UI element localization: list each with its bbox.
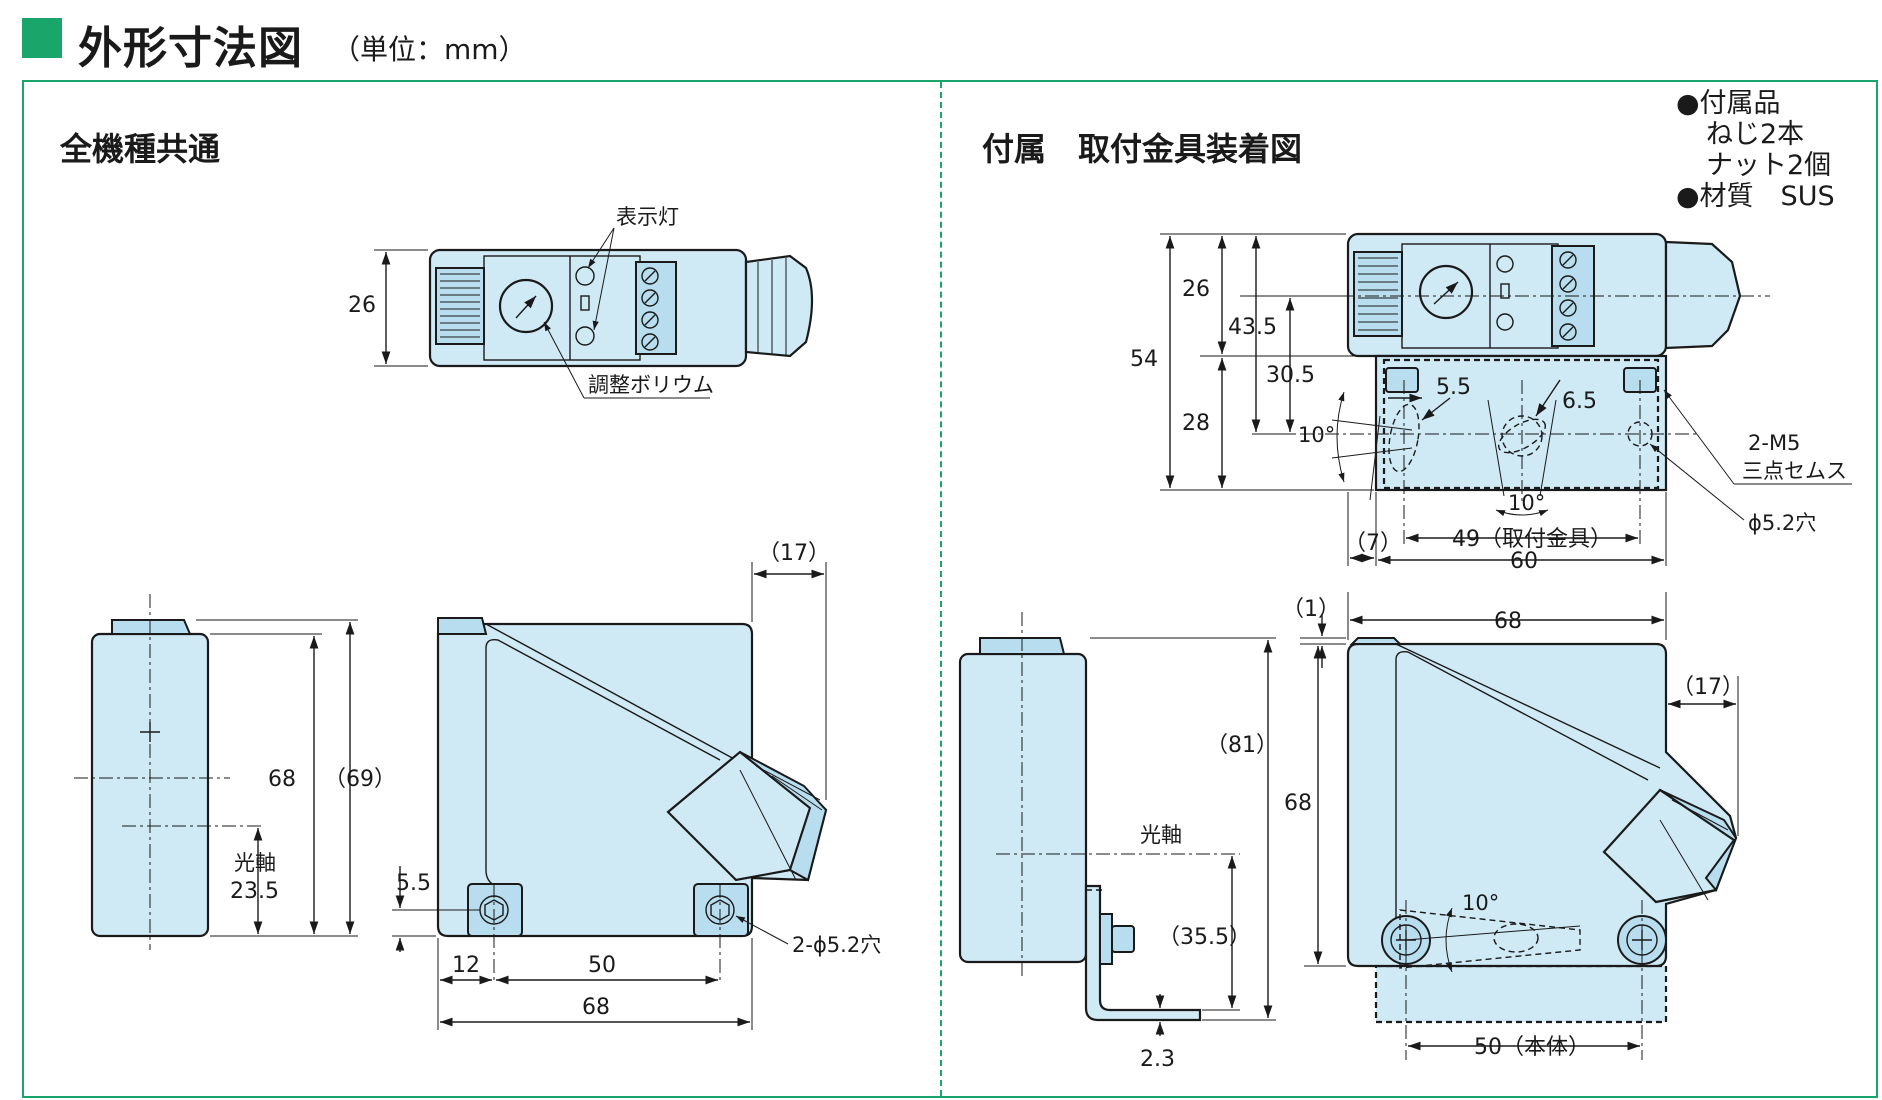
material-note: ●材質 SUS: [1676, 181, 1835, 212]
dim-r-28: 28: [1182, 411, 1210, 436]
page-header: 外形寸法図 （単位：mm）: [22, 8, 922, 74]
screw-label: 2-M5: [1748, 431, 1800, 455]
bracket-front-plate: [1374, 964, 1668, 1024]
dim-r-60: 60: [1510, 549, 1538, 574]
top-view: 表示灯 調整ボリウム 26: [348, 205, 814, 399]
hole-label-left: 2-ϕ5.2穴: [792, 933, 881, 957]
angle-label-2: 10°: [1508, 491, 1545, 515]
section-title-bracket: 付属 取付金具装着図: [982, 130, 1303, 168]
dim-axis-height: 23.5: [230, 879, 279, 904]
cable-gland-top: [744, 254, 814, 358]
indicator-lamp-2: [575, 326, 595, 346]
dim-r-2-3: 2.3: [1140, 1047, 1175, 1072]
dim-r-68-width: 68: [1494, 609, 1522, 634]
top-view-grip: [435, 267, 485, 345]
dim-r-26: 26: [1182, 277, 1210, 302]
angle-label-1: 10°: [1298, 423, 1335, 447]
accessory-notes: ●付属品 ねじ2本 ナット2個 ●材質 SUS: [1676, 88, 1835, 212]
drawing-frame: [22, 80, 1878, 1098]
accessory-nuts: ナット2個: [1706, 150, 1832, 181]
bracket-top-gland: [1664, 240, 1742, 350]
dim-r-6-5: 6.5: [1562, 389, 1597, 414]
hole-label-right: ϕ5.2穴: [1748, 511, 1816, 535]
optical-axis-label: 光軸: [234, 851, 276, 875]
dim-front-17: （17）: [758, 541, 830, 566]
unit-note: （単位：mm）: [332, 33, 527, 66]
indicator-lamp-1: [575, 266, 595, 286]
dim-front-pad: 5.5: [396, 871, 431, 896]
dim-front-50: 50: [588, 953, 616, 978]
front-view-tab: [437, 617, 488, 635]
dim-r-17: （17）: [1672, 675, 1744, 700]
section-title-common: 全機種共通: [60, 130, 221, 168]
dim-r-81: （81）: [1206, 733, 1278, 758]
accessory-heading: ●付属品: [1676, 88, 1781, 119]
side-view: 68 （69） 光軸 23.5: [74, 594, 396, 950]
dim-r-1: （1）: [1282, 597, 1340, 622]
indicator-window: [580, 295, 590, 311]
adjust-label: 調整ボリウム: [588, 373, 714, 397]
side-view-tab: [111, 619, 192, 635]
dim-side-height-total: （69）: [324, 767, 396, 792]
accessory-screws: ねじ2本: [1706, 119, 1805, 150]
bracket-side-view: （81） （35.5） 光軸 2.3: [958, 612, 1278, 1072]
terminal-screws: [641, 267, 659, 351]
grip-ribs: [440, 273, 480, 338]
dim-front-68: 68: [582, 995, 610, 1020]
bracket-top-view: 10° 10° 5.5 6.5 54 26 28 43.5 30.5 （7） 4: [1130, 232, 1852, 574]
dim-r-50: 50（本体）: [1474, 1035, 1590, 1060]
header-marker: [22, 18, 62, 58]
dim-r-5-5: 5.5: [1436, 375, 1471, 400]
bracket-front-view: 10° 68 （1） 68 （17） 50（本体）: [1282, 592, 1744, 1060]
screw-type-label: 三点セムス: [1742, 459, 1847, 483]
dim-r-7: （7）: [1344, 531, 1402, 556]
optical-axis-label-right: 光軸: [1140, 823, 1182, 847]
bracket-side-plate: [1084, 884, 1202, 1022]
dim-r-30-5: 30.5: [1266, 363, 1315, 388]
indicator-label: 表示灯: [616, 205, 679, 229]
section-divider: [940, 82, 942, 1096]
angle-label-3: 10°: [1462, 891, 1499, 915]
dim-top-height: 26: [348, 293, 376, 318]
dim-r-49: 49（取付金具）: [1452, 527, 1612, 552]
dim-front-12: 12: [452, 953, 480, 978]
dim-r-43-5: 43.5: [1228, 315, 1277, 340]
dim-r-54: 54: [1130, 347, 1158, 372]
dim-r-68-height: 68: [1284, 791, 1312, 816]
dim-side-height: 68: [268, 767, 296, 792]
page-title: 外形寸法図: [78, 23, 303, 74]
mount-boss-right: [693, 883, 749, 937]
dim-r-35-5: （35.5）: [1158, 925, 1251, 950]
front-view: 5.5 12 50 68 （17） 2-ϕ5.2穴: [392, 541, 881, 1030]
bracket-side-body: [958, 652, 1088, 964]
